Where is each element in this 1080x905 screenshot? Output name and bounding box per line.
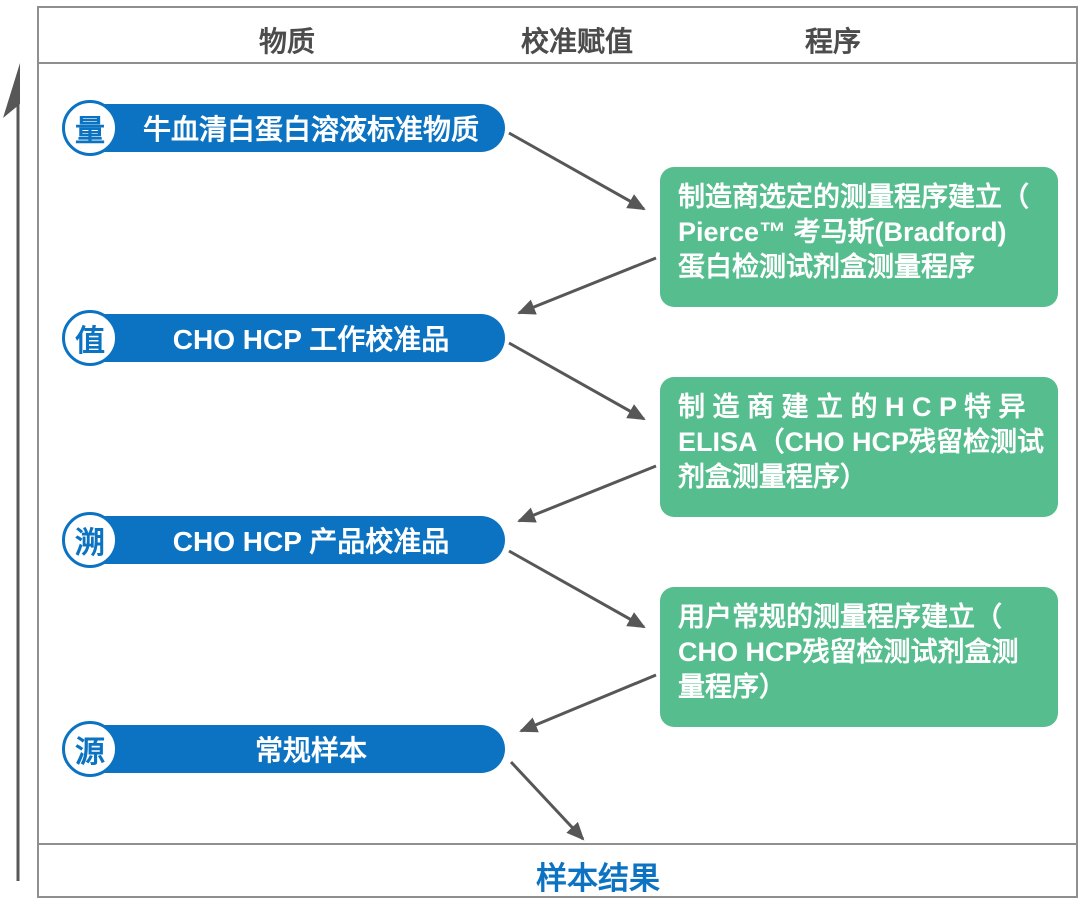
traceability-direction-arrow xyxy=(3,63,20,881)
badge-su: 溯 xyxy=(62,512,118,568)
badge-liang: 量 xyxy=(62,100,118,156)
badge-yuan: 源 xyxy=(62,721,118,777)
material-pill-product-calibrator: 溯 CHO HCP 产品校准品 xyxy=(62,512,505,568)
column-header-procedure: 程序 xyxy=(804,26,862,57)
footer-separator-line xyxy=(38,843,1077,845)
procedure-text-line: CHO HCP残留检测试剂盒测 xyxy=(678,637,1019,667)
procedure-text-line: 制 造 商 建 立 的 H C P 特 异 xyxy=(678,392,1026,422)
material-label: CHO HCP 工作校准品 xyxy=(172,324,450,355)
procedure-text-line: 剂盒测量程序） xyxy=(678,462,867,492)
material-label: CHO HCP 产品校准品 xyxy=(172,526,450,557)
procedure-text-line: 量程序） xyxy=(678,672,786,702)
badge-zhi: 值 xyxy=(62,310,118,366)
sample-result-label: 样本结果 xyxy=(536,861,660,896)
material-pill-working-calibrator: 值 CHO HCP 工作校准品 xyxy=(62,310,505,366)
procedure-text-line: 用户常规的测量程序建立（ xyxy=(678,602,1002,632)
procedure-box-user-routine: 用户常规的测量程序建立（ CHO HCP残留检测试剂盒测 量程序） xyxy=(660,587,1058,727)
procedure-text-line: 蛋白检测试剂盒测量程序 xyxy=(678,252,975,282)
procedure-text-line: ELISA（CHO HCP残留检测试 xyxy=(678,427,1045,457)
procedure-box-hcp-elisa: 制 造 商 建 立 的 H C P 特 异 ELISA（CHO HCP残留检测试… xyxy=(660,377,1058,517)
procedure-text-line: 制造商选定的测量程序建立（ xyxy=(678,182,1029,212)
procedure-box-bradford: 制造商选定的测量程序建立（ Pierce™ 考马斯(Bradford) 蛋白检测… xyxy=(660,167,1058,307)
material-pill-routine-sample: 源 常规样本 xyxy=(62,721,505,777)
material-pill-bsa-standard: 量 牛血清白蛋白溶液标准物质 xyxy=(62,100,505,156)
column-header-substance: 物质 xyxy=(258,26,316,57)
material-label: 常规样本 xyxy=(254,735,367,766)
procedure-text-line: Pierce™ 考马斯(Bradford) xyxy=(678,217,1007,247)
material-label: 牛血清白蛋白溶液标准物质 xyxy=(142,114,479,145)
header-separator-line xyxy=(38,62,1077,64)
column-header-calibration-assignment: 校准赋值 xyxy=(520,26,634,57)
